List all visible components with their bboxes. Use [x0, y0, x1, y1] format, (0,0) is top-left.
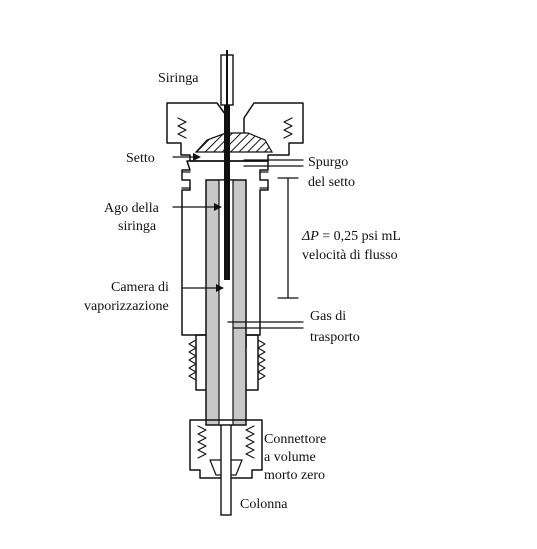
carrier-gas-tube — [227, 321, 304, 329]
delta-p-symbol: ΔP — [301, 229, 319, 244]
label-spurgo-line2: del setto — [308, 175, 355, 190]
pressure-bracket — [277, 177, 299, 299]
label-ago-line2: siringa — [118, 219, 157, 234]
label-siringa: Siringa — [158, 71, 199, 86]
body-fins — [181, 171, 269, 189]
label-ago-line1: Ago della — [104, 201, 160, 216]
cap-thread-right — [283, 117, 293, 139]
label-spurgo-line1: Spurgo — [308, 155, 348, 170]
label-setto: Setto — [126, 151, 155, 166]
stem-thread-left — [188, 339, 197, 381]
label-delta-p-line2: velocità di flusso — [302, 248, 398, 263]
label-colonna: Colonna — [240, 497, 288, 512]
label-gas-line1: Gas di — [310, 309, 346, 324]
label-camera-line1: Camera di — [111, 280, 169, 295]
septum — [194, 132, 274, 153]
label-connettore-line2: a volume — [264, 450, 316, 465]
label-gas-line2: trasporto — [310, 330, 360, 345]
ago-arrow — [214, 203, 222, 211]
delta-p-value: = 0,25 psi mL — [319, 229, 401, 244]
setto-arrow — [193, 153, 201, 161]
cap-thread-left — [177, 117, 187, 139]
label-connettore-line3: morto zero — [264, 468, 325, 483]
stem-thread-right — [257, 339, 266, 381]
zero-dead-volume-connector — [189, 419, 263, 479]
septum-purge-tube — [243, 159, 304, 167]
label-connettore-line1: Connettore — [264, 432, 326, 447]
connector-thread-left — [197, 425, 207, 459]
label-delta-p-line1: ΔP = 0,25 psi mL — [301, 229, 401, 244]
connector-thread-right — [245, 425, 255, 459]
column — [220, 424, 232, 516]
label-camera-line2: vaporizzazione — [84, 299, 169, 314]
syringe-needle — [224, 105, 230, 280]
camera-arrow — [216, 284, 224, 292]
